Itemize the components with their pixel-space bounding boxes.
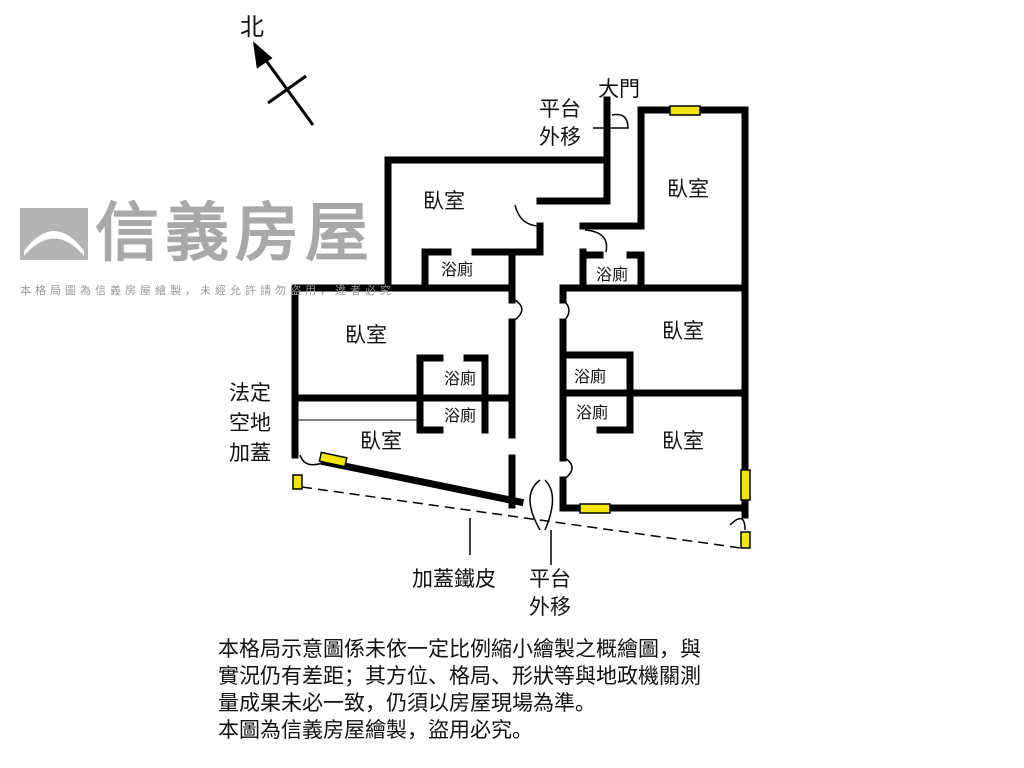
room-bedroom: 臥室 (360, 429, 402, 453)
disclaimer-line: 實況仍有差距；其方位、格局、形狀等與地政機關測 (218, 664, 701, 688)
window-icon (292, 105, 751, 549)
platform-label-bottom: 外移 (529, 595, 571, 619)
legal-space-label: 空地 (229, 411, 271, 435)
room-bedroom: 臥室 (345, 323, 387, 347)
legal-space-label: 法定 (229, 381, 271, 405)
room-bedroom: 臥室 (423, 189, 465, 213)
platform-label-top: 平台 (539, 97, 581, 121)
room-bedroom: 臥室 (667, 177, 709, 201)
door-icon (299, 113, 746, 531)
disclaimer-line: 本格局示意圖係未依一定比例縮小繪製之概繪圖，與 (218, 637, 701, 661)
walls (291, 96, 749, 519)
room-bathroom: 浴廁 (444, 369, 477, 388)
watermark-brand: 信義房屋 (95, 197, 375, 271)
room-bathroom: 浴廁 (444, 406, 477, 425)
room-bedroom: 臥室 (662, 319, 704, 343)
iron-roof-label: 加蓋鐵皮 (412, 567, 496, 591)
legal-space-label: 加蓋 (229, 441, 271, 465)
watermark-notice: 本格局圖為信義房屋繪製，未經允許請勿盜用，違者必究 (20, 284, 395, 297)
room-bathroom: 浴廁 (574, 367, 607, 386)
disclaimer: 本格局示意圖係未依一定比例縮小繪製之概繪圖，與 實況仍有差距；其方位、格局、形狀… (218, 636, 701, 744)
disclaimer-line: 量成果未必一致，仍須以房屋現場為準。 (218, 691, 596, 715)
compass-arrow-icon (252, 41, 315, 126)
room-bedroom: 臥室 (662, 429, 704, 453)
disclaimer-line: 本圖為信義房屋繪製，盜用必究。 (218, 718, 533, 742)
iron-roof-outline (301, 486, 742, 549)
room-bathroom: 浴廁 (596, 265, 629, 284)
watermark-logo-icon (20, 208, 88, 260)
north-label: 北 (240, 13, 264, 41)
platform-label-top: 外移 (539, 125, 581, 149)
room-bathroom: 浴廁 (441, 260, 474, 279)
platform-label-bottom: 平台 (529, 567, 571, 591)
main-door-label: 大門 (598, 77, 640, 101)
room-bathroom: 浴廁 (576, 403, 609, 422)
